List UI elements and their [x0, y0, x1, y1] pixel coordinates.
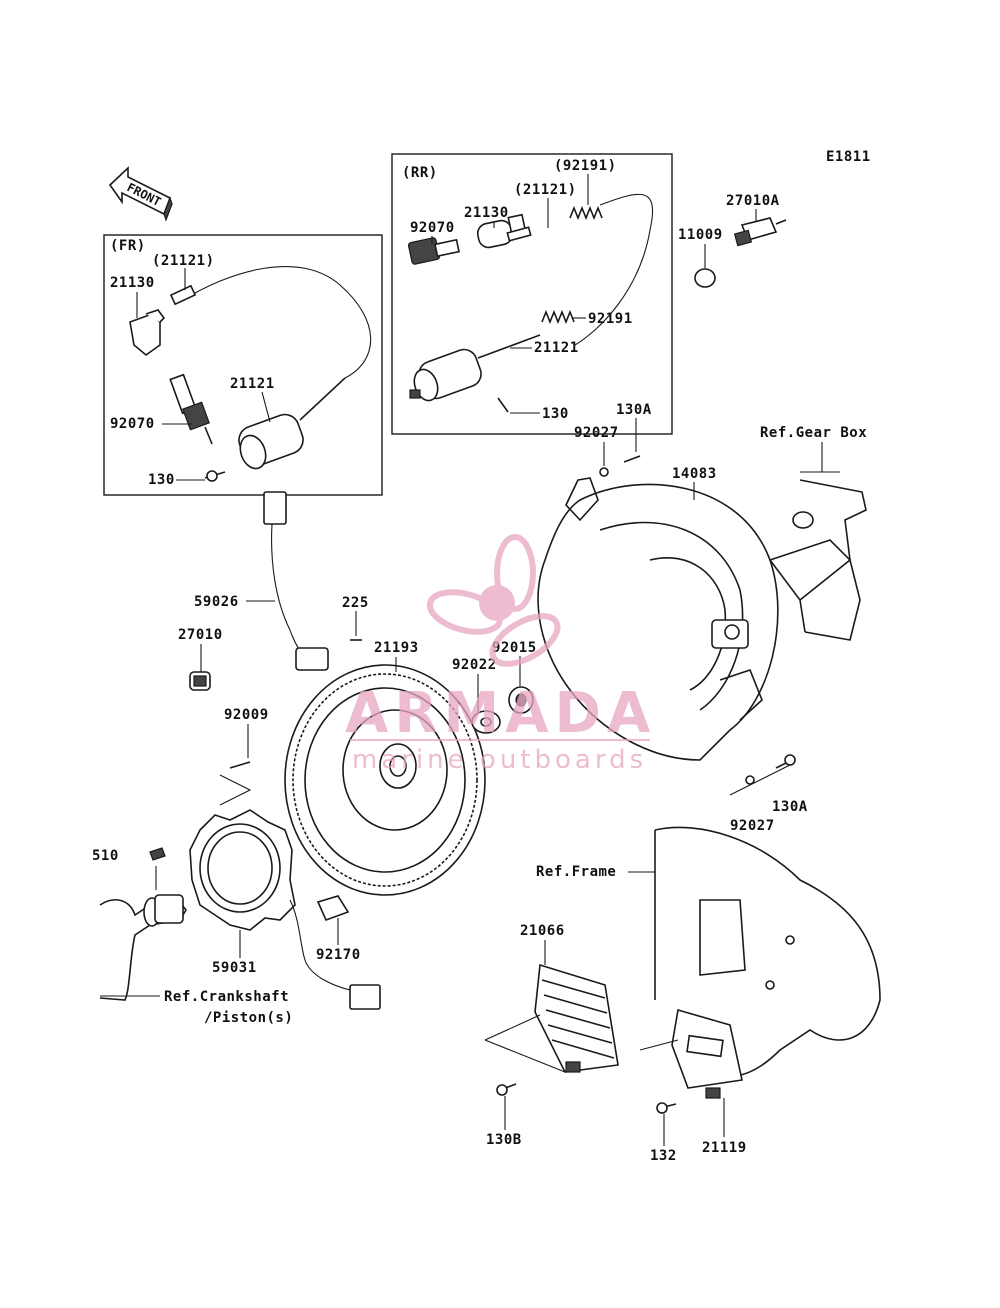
group-label-rear: (RR) — [402, 165, 438, 181]
gasket-11009 — [694, 268, 716, 288]
ecu-unit — [671, 1008, 743, 1099]
label-rr-21130: 21130 — [464, 205, 509, 221]
label-fr-92070: 92070 — [110, 416, 155, 432]
gear-box-bracket — [768, 479, 867, 641]
rr-bolt — [497, 397, 509, 413]
pickup-coil-lead — [263, 491, 329, 671]
rr-hv-lead — [574, 193, 654, 346]
washer-92022 — [471, 710, 501, 734]
group-label-front: (FR) — [110, 238, 146, 254]
washer-92027-top — [599, 467, 609, 477]
label-14083: 14083 — [672, 466, 717, 482]
label-92015: 92015 — [492, 640, 537, 656]
rr-spring-lower — [541, 309, 575, 325]
fr-spark-plug — [169, 373, 213, 445]
label-fr-21130: 21130 — [110, 275, 155, 291]
label-510: 510 — [92, 848, 119, 864]
label-ref-crankshaft: Ref.Crankshaft — [164, 989, 289, 1005]
fr-spark-plug-cap — [129, 309, 166, 357]
label-rr-130: 130 — [542, 406, 569, 422]
fr-hv-lead — [179, 266, 372, 379]
label-59026: 59026 — [194, 594, 239, 610]
washer-92027-bottom — [745, 775, 755, 785]
label-132: 132 — [650, 1148, 677, 1164]
label-92009: 92009 — [224, 707, 269, 723]
label-92027-top: 92027 — [574, 425, 619, 441]
armada-watermark: ARMADA marine outboards — [345, 534, 656, 775]
label-130B: 130B — [486, 1132, 522, 1148]
bolt-130A-top — [623, 455, 641, 463]
fr-lead-end — [169, 284, 197, 306]
watermark-tagline: marine outboards — [352, 745, 647, 775]
label-ref-piston: /Piston(s) — [204, 1010, 293, 1026]
fr-ignition-coil — [238, 377, 346, 470]
regulator-rectifier — [534, 963, 619, 1073]
label-rr-92191: 92191 — [588, 311, 633, 327]
propeller-logo-icon — [426, 534, 561, 667]
label-ref-frame: Ref.Frame — [536, 864, 616, 880]
rear-ignition-box — [391, 153, 673, 435]
front-ignition-box — [103, 234, 383, 496]
label-21193: 21193 — [374, 640, 419, 656]
label-fr-21121: 21121 — [230, 376, 275, 392]
rr-lead-end — [506, 226, 532, 242]
key-510 — [149, 847, 166, 861]
label-21066: 21066 — [520, 923, 565, 939]
label-21119: 21119 — [702, 1140, 747, 1156]
label-27010: 27010 — [178, 627, 223, 643]
rr-spring-upper — [569, 205, 603, 221]
label-225: 225 — [342, 595, 369, 611]
flywheel-cover — [537, 477, 779, 761]
clamp-92170 — [316, 895, 350, 922]
label-59031: 59031 — [212, 960, 257, 976]
diagram-code: E1811 — [826, 149, 871, 165]
screw-92009 — [229, 761, 251, 769]
frame — [654, 826, 881, 1077]
switch-27010 — [189, 671, 211, 691]
label-27010A: 27010A — [726, 193, 780, 209]
label-130A-bottom: 130A — [772, 799, 808, 815]
label-130A-top: 130A — [616, 402, 652, 418]
oil-pressure-switch — [733, 217, 787, 247]
flywheel — [284, 664, 486, 896]
stator — [189, 809, 381, 1010]
label-ref-gear-box: Ref.Gear Box — [760, 425, 867, 441]
watermark-brand: ARMADA — [345, 681, 656, 746]
label-fr-130: 130 — [148, 472, 175, 488]
label-rr-21121: 21121 — [534, 340, 579, 356]
label-rr-21121-paren: (21121) — [514, 182, 577, 198]
rr-spark-plug — [407, 237, 460, 265]
rr-ignition-coil — [409, 334, 541, 402]
label-rr-92070: 92070 — [410, 220, 455, 236]
front-arrow-icon: FRONT — [108, 166, 173, 222]
label-92170: 92170 — [316, 947, 361, 963]
label-fr-21121-paren: (21121) — [152, 253, 215, 269]
label-11009: 11009 — [678, 227, 723, 243]
label-rr-92191-paren: (92191) — [554, 158, 617, 174]
crankshaft — [99, 894, 187, 1001]
label-92027-bottom: 92027 — [730, 818, 775, 834]
label-92022: 92022 — [452, 657, 497, 673]
